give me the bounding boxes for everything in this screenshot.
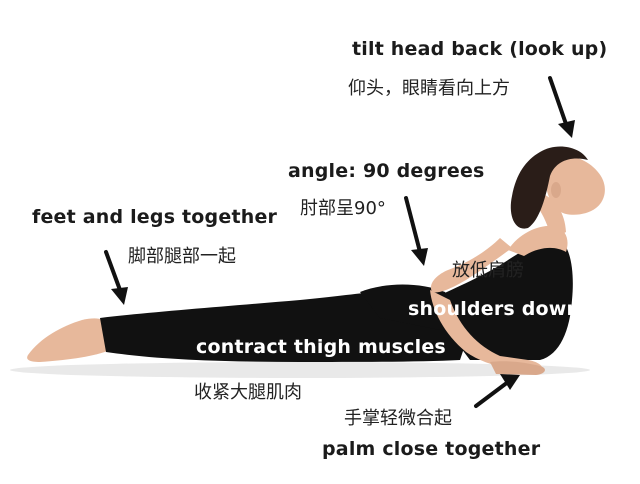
shoulders-label-en: shoulders down	[408, 298, 581, 320]
hair	[510, 146, 588, 229]
angle-label-zh: 肘部呈90°	[300, 198, 386, 219]
angle-label-en: angle: 90 degrees	[288, 160, 485, 182]
hands	[490, 361, 545, 375]
thigh-label-zh: 收紧大腿肌肉	[194, 382, 302, 403]
feet-label-zh: 脚部腿部一起	[128, 246, 236, 267]
floor-shadow	[10, 362, 590, 378]
palm-label-en: palm close together	[322, 438, 541, 460]
palm-label-zh: 手掌轻微合起	[344, 408, 452, 429]
feet-label-en: feet and legs together	[32, 206, 278, 228]
foot	[27, 318, 110, 362]
face	[546, 156, 605, 215]
tilt-head-label-en: tilt head back (look up)	[352, 38, 608, 60]
upper-arm	[430, 238, 512, 293]
neck	[536, 195, 566, 240]
forearm	[430, 290, 543, 372]
ear	[551, 182, 561, 198]
tilt-head-label-zh: 仰头，眼睛看向上方	[348, 78, 510, 99]
shoulders-label-zh: 放低肩膀	[452, 260, 524, 281]
thigh-label-en: contract thigh muscles	[196, 336, 446, 358]
